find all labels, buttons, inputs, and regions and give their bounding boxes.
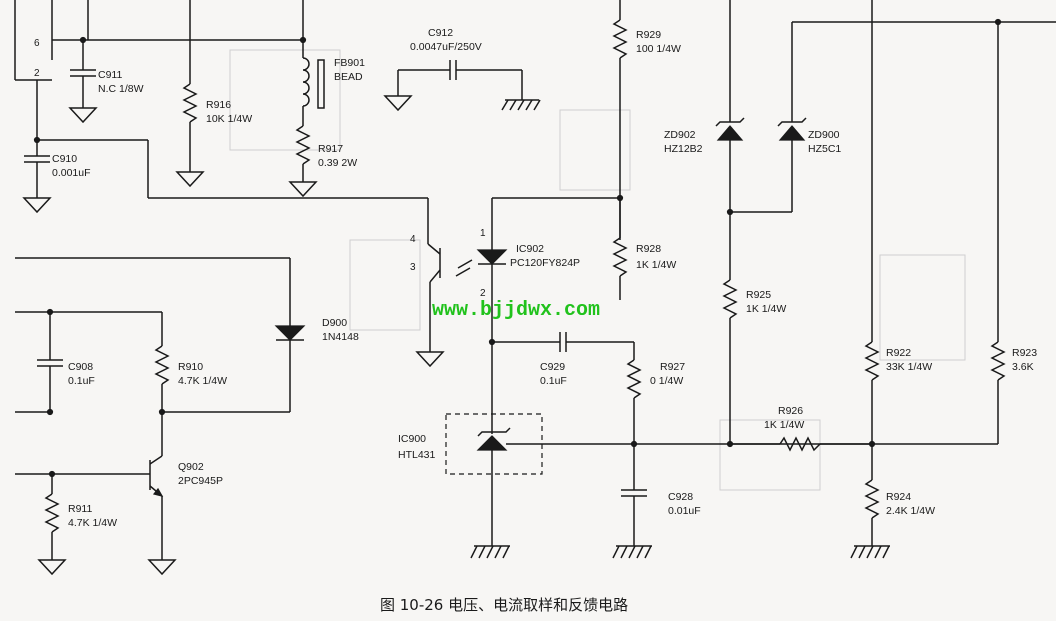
- r911-ref: R911: [68, 503, 92, 515]
- c910-ref: C910: [52, 153, 77, 165]
- ic902-value: PC120FY824P: [510, 257, 580, 269]
- junctions-left-bottom: [46, 308, 166, 478]
- c912-value: 0.0047uF/250V: [410, 41, 482, 53]
- r929-ref: R929: [636, 29, 661, 41]
- watermark: www.bjjdwx.com: [432, 299, 600, 322]
- c911-ref: C911: [98, 69, 122, 81]
- c929-ref: C929: [540, 361, 565, 373]
- c910-value: 0.001uF: [52, 167, 91, 179]
- d900-ref: D900: [322, 317, 347, 329]
- r928-ref: R928: [636, 243, 661, 255]
- pin-2b-label: 2: [480, 288, 486, 299]
- pin-6-label: 6: [34, 38, 40, 49]
- c911-value: N.C 1/8W: [98, 83, 144, 95]
- c928-ref: C928: [668, 491, 693, 503]
- figure-caption: 图 10-26 电压、电流取样和反馈电路: [380, 596, 628, 614]
- r910-value: 4.7K 1/4W: [178, 375, 227, 387]
- r923-value: 3.6K: [1012, 361, 1034, 373]
- c908-value: 0.1uF: [68, 375, 95, 387]
- r927-ref: R927: [660, 361, 685, 373]
- c908-ref: C908: [68, 361, 93, 373]
- background-artifacts: [229, 49, 966, 491]
- pin-1-label: 1: [480, 228, 486, 239]
- zd902-ref: ZD902: [664, 129, 696, 141]
- r910-ref: R910: [178, 361, 203, 373]
- r922-value: 33K 1/4W: [886, 361, 932, 373]
- fb901-ref: FB901: [334, 57, 365, 69]
- q902-ref: Q902: [178, 461, 204, 473]
- r924-value: 2.4K 1/4W: [886, 505, 935, 517]
- pin-2-label: 2: [34, 68, 40, 79]
- r924-ref: R924: [886, 491, 911, 503]
- r926-value: 1K 1/4W: [764, 419, 804, 431]
- q902-value: 2PC945P: [178, 475, 223, 487]
- r916-value: 10K 1/4W: [206, 113, 252, 125]
- r911-value: 4.7K 1/4W: [68, 517, 117, 529]
- zd902-value: HZ12B2: [664, 143, 703, 155]
- pin-3-label: 3: [410, 262, 416, 273]
- c929-value: 0.1uF: [540, 375, 567, 387]
- junctions-middle: [488, 194, 638, 448]
- wires-left-bottom: [15, 257, 306, 576]
- r922-ref: R922: [886, 347, 911, 359]
- junctions-right: [726, 18, 1002, 448]
- c912-circuit: [383, 60, 541, 112]
- wires-top-left: [14, 0, 429, 244]
- d900-value: 1N4148: [322, 331, 359, 343]
- ic902-ref: IC902: [516, 243, 544, 255]
- r917-ref: R917: [318, 143, 343, 155]
- r925-value: 1K 1/4W: [746, 303, 786, 315]
- r917-value: 0.39 2W: [318, 157, 357, 169]
- pin-4-label: 4: [410, 234, 416, 245]
- ic900-ref: IC900: [398, 433, 426, 445]
- wires-middle: [415, 0, 980, 559]
- wires-right: [715, 0, 1056, 559]
- ic900-value: HTL431: [398, 449, 436, 461]
- fb901-value: BEAD: [334, 71, 363, 83]
- junctions-top-left: [33, 36, 307, 144]
- r929-value: 100 1/4W: [636, 43, 681, 55]
- r928-value: 1K 1/4W: [636, 259, 676, 271]
- zd900-ref: ZD900: [808, 129, 840, 141]
- zd900-value: HZ5C1: [808, 143, 841, 155]
- r926-ref: R926: [778, 405, 803, 417]
- r916-ref: R916: [206, 99, 231, 111]
- r923-ref: R923: [1012, 347, 1037, 359]
- c912-ref: C912: [428, 27, 453, 39]
- c928-value: 0.01uF: [668, 505, 701, 517]
- r927-value: 0 1/4W: [650, 375, 683, 387]
- r925-ref: R925: [746, 289, 771, 301]
